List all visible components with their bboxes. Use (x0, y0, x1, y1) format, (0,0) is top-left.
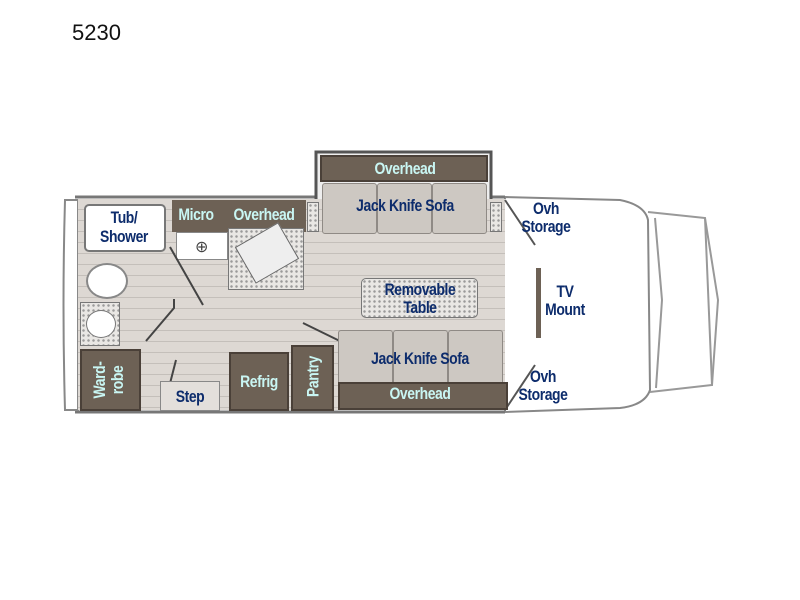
entry-step[interactable] (160, 381, 220, 411)
tv-mount (536, 268, 541, 338)
step-label: Step (175, 387, 205, 406)
shower-label: Shower (100, 226, 148, 246)
bath-sink-icon (86, 310, 116, 338)
table-label-2: Table (403, 297, 437, 317)
burner-icon: ⊕ (195, 239, 209, 256)
micro-label: Micro (178, 205, 214, 224)
sofa-top-cushion (322, 183, 377, 234)
table-label-1: Removable (384, 280, 456, 299)
wardrobe (80, 349, 141, 411)
sofa-bottom-cushion (393, 330, 448, 385)
overhead-top-cabinet (320, 155, 488, 182)
stove: ⊕ (176, 232, 228, 260)
overhead-bottom-label: Overhead (389, 384, 451, 403)
sofa-top-cushion (377, 183, 432, 234)
side-table (307, 202, 319, 232)
tv-mount-label-1: TV (556, 282, 574, 301)
wardrobe-label-2: robe (107, 365, 127, 395)
ovh-storage-bottom-1: Ovh (530, 367, 556, 386)
side-table (490, 202, 502, 232)
wardrobe-label-1: Ward- (90, 361, 109, 399)
rear-wall (62, 199, 79, 411)
bathroom-vanity (80, 302, 120, 346)
refrig-label: Refrig (240, 372, 278, 391)
pantry (291, 345, 334, 411)
ovh-storage-top-2: Storage (521, 216, 571, 236)
kitchen-overhead-cabinet (172, 200, 306, 232)
windshield (647, 211, 714, 393)
model-number: 5230 (72, 20, 121, 45)
pantry-label: Pantry (303, 356, 323, 397)
removable-table[interactable] (361, 278, 478, 318)
ovh-storage-bottom-2: Storage (518, 384, 568, 404)
refrigerator (229, 352, 289, 411)
cab-outline (504, 195, 652, 414)
hood-lines (654, 217, 720, 389)
sofa-top-cushion (432, 183, 487, 234)
overhead-top-label: Overhead (374, 159, 436, 178)
overhead-kitchen-label: Overhead (233, 205, 295, 224)
tub-shower (84, 204, 166, 252)
sofa-top-label[interactable]: Jack Knife Sofa (356, 196, 454, 215)
sofa-bottom-label[interactable]: Jack Knife Sofa (371, 349, 469, 368)
tv-mount-label-2: Mount (545, 299, 585, 319)
toilet-icon (86, 263, 128, 299)
ovh-storage-top-1: Ovh (533, 199, 559, 218)
overhead-bottom-cabinet (338, 382, 508, 410)
tub-label: Tub/ (110, 208, 138, 227)
